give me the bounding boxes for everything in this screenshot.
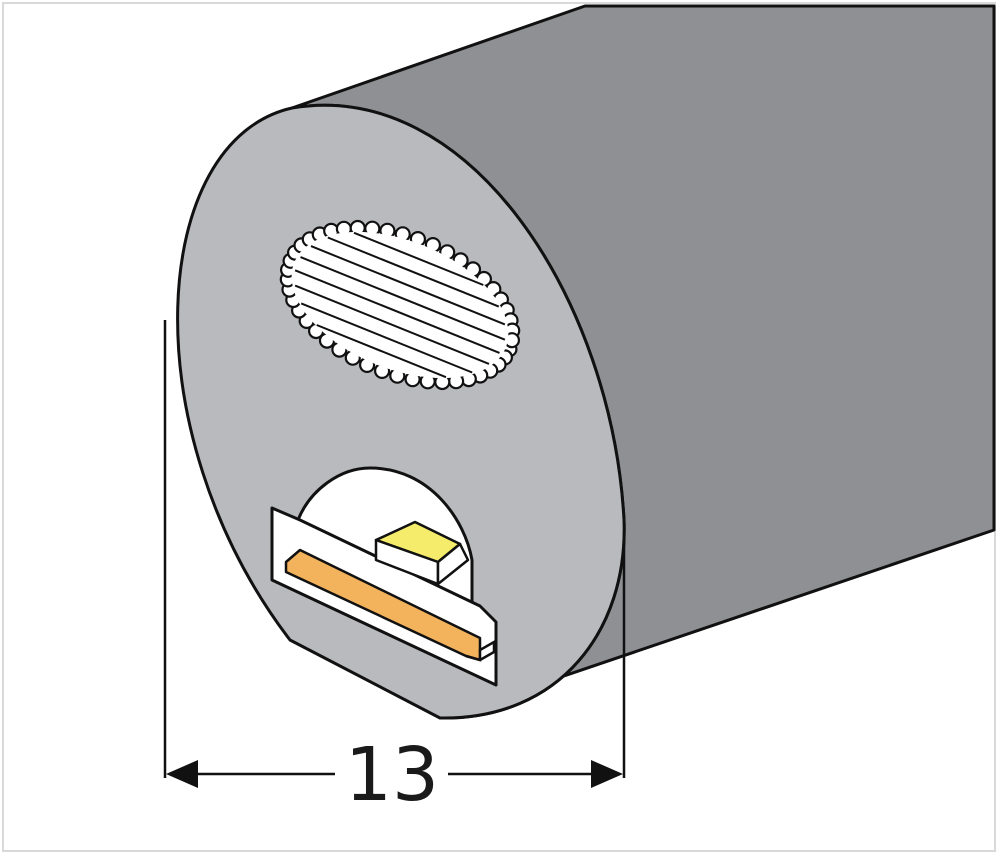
hollow-hatch-line [310, 245, 506, 326]
hollow-hatch-line [300, 302, 473, 374]
hollow-hatch-line [294, 284, 490, 365]
led-channel [270, 466, 498, 687]
hollow-hatch-line [327, 236, 500, 308]
hollow-hatch-line [353, 231, 484, 286]
hollow-hatch-line [316, 324, 447, 379]
width-dimension: 13 [163, 320, 626, 818]
hollow-hatch-line [300, 256, 506, 341]
hollow-inner [291, 231, 509, 379]
dimension-arrow-right [591, 760, 623, 788]
dimension-label: 13 [345, 732, 439, 818]
hollow-hatch-line [294, 269, 500, 354]
dimension-arrow-left [166, 760, 198, 788]
led-chip [374, 520, 470, 586]
upper-hollow-cavity [279, 219, 521, 391]
